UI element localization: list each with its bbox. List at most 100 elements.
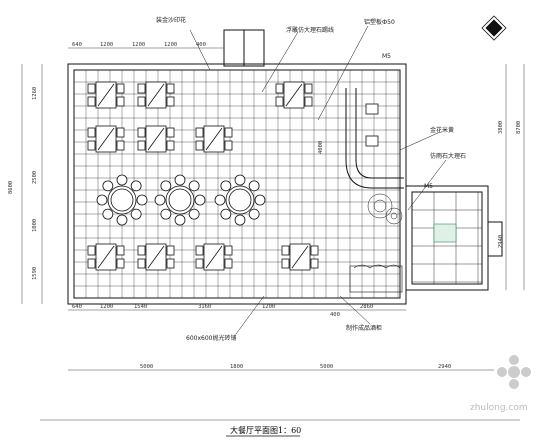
chair <box>304 96 313 107</box>
bar-stool <box>365 103 379 115</box>
round-chair <box>248 180 260 192</box>
chair <box>116 258 125 269</box>
chair <box>195 245 204 256</box>
watermark-logo-icon <box>497 355 531 389</box>
bottom-inner-dims: 640 1200 1540 3160 1200 2860 400 <box>72 304 373 318</box>
walls <box>67 29 503 305</box>
table-hatch <box>285 83 303 107</box>
dim-top-3: 1200 <box>164 42 177 48</box>
dim-bo-2: 5000 <box>320 364 333 370</box>
chair <box>116 245 125 256</box>
dim-bo-0: 5000 <box>140 364 153 370</box>
annotations <box>189 25 447 335</box>
dim-bo-1: 1800 <box>230 364 243 370</box>
chair <box>166 245 175 256</box>
label-bottom-right: 制作成品酒柜 <box>346 324 382 332</box>
compass-logo-icon <box>481 15 507 41</box>
chair <box>87 96 96 107</box>
chair <box>281 258 290 269</box>
watermark-text: zhulong.com <box>470 403 528 413</box>
top-dims: 640 1200 1200 1200 400 <box>72 42 206 48</box>
round-table-top <box>110 188 134 212</box>
bar-stool <box>365 135 379 147</box>
round-chair <box>188 208 200 220</box>
round-chair <box>102 180 114 192</box>
round-table-top <box>228 188 252 212</box>
chair <box>304 83 313 94</box>
chair <box>224 140 233 151</box>
label-top-mid: 浮雕仿大理石踢线 <box>286 26 334 34</box>
table-hatch <box>97 245 115 269</box>
chair <box>137 96 146 107</box>
chair <box>310 245 319 256</box>
dim-bi-0: 640 <box>72 304 82 310</box>
round-table-top <box>168 188 192 212</box>
label-right-1: 金花米黄 <box>430 126 454 134</box>
round-chair <box>220 208 232 220</box>
round-chair <box>188 180 200 192</box>
chair <box>310 258 319 269</box>
round-chair <box>220 180 232 192</box>
round-chair <box>130 180 142 192</box>
wine-cabinet <box>349 264 403 293</box>
label-top-right: 铝塑板Ф50 <box>364 18 395 26</box>
round-chair <box>248 208 260 220</box>
dim-top-2: 1200 <box>132 42 145 48</box>
right-dims: 3800 2940 8700 4000 <box>318 121 522 248</box>
dim-left-3: 1590 <box>32 267 38 280</box>
round-chair <box>234 214 246 226</box>
dim-bi-4: 1200 <box>262 304 275 310</box>
table-hatch <box>147 245 165 269</box>
dim-top-1: 1200 <box>100 42 113 48</box>
chair <box>166 258 175 269</box>
label-m5-right: M5 <box>424 183 433 190</box>
round-chair <box>194 194 206 206</box>
dim-top-4: 400 <box>196 42 206 48</box>
round-chair <box>160 180 172 192</box>
chair <box>116 127 125 138</box>
annotation-text: 装金沙印花 浮雕仿大理石踢线 铝塑板Ф50 M5 金花米黄 仿雨石大理石 M5 … <box>156 16 466 342</box>
chair <box>166 83 175 94</box>
chair <box>275 83 284 94</box>
bottom-outer-dims: 5000 1800 5000 2940 <box>140 364 451 370</box>
dining-tables <box>87 81 379 271</box>
dim-bi-2: 1540 <box>134 304 147 310</box>
dim-bi-5: 2860 <box>360 304 373 310</box>
round-chair <box>102 208 114 220</box>
round-chair <box>160 208 172 220</box>
chair <box>275 96 284 107</box>
chair <box>87 127 96 138</box>
round-chair <box>116 214 128 226</box>
table-hatch <box>205 245 223 269</box>
dim-bo-3: 2940 <box>438 364 451 370</box>
chair <box>224 127 233 138</box>
label-top-left: 装金沙印花 <box>156 16 186 24</box>
round-chair <box>154 194 166 206</box>
table-hatch <box>147 127 165 151</box>
round-chair <box>254 194 266 206</box>
round-chair <box>116 174 128 186</box>
chair <box>195 127 204 138</box>
left-dims: 8600 1260 2500 1000 1590 <box>8 87 38 280</box>
dim-bi-3: 3160 <box>198 304 211 310</box>
chair <box>137 83 146 94</box>
chair <box>166 140 175 151</box>
chair <box>195 140 204 151</box>
chair <box>87 258 96 269</box>
chair <box>116 140 125 151</box>
round-chair <box>96 194 108 206</box>
chair <box>224 258 233 269</box>
table-hatch <box>97 83 115 107</box>
label-right-2: 仿雨石大理石 <box>430 152 466 160</box>
round-chair <box>234 174 246 186</box>
dim-bi-1: 1200 <box>100 304 113 310</box>
table-hatch <box>205 127 223 151</box>
round-chair <box>174 174 186 186</box>
chair <box>166 127 175 138</box>
table-hatch <box>147 83 165 107</box>
dim-left-2: 1000 <box>32 219 38 232</box>
chair <box>166 96 175 107</box>
dim-right-0: 3800 <box>498 121 504 134</box>
dim-left-1: 2500 <box>32 171 38 184</box>
